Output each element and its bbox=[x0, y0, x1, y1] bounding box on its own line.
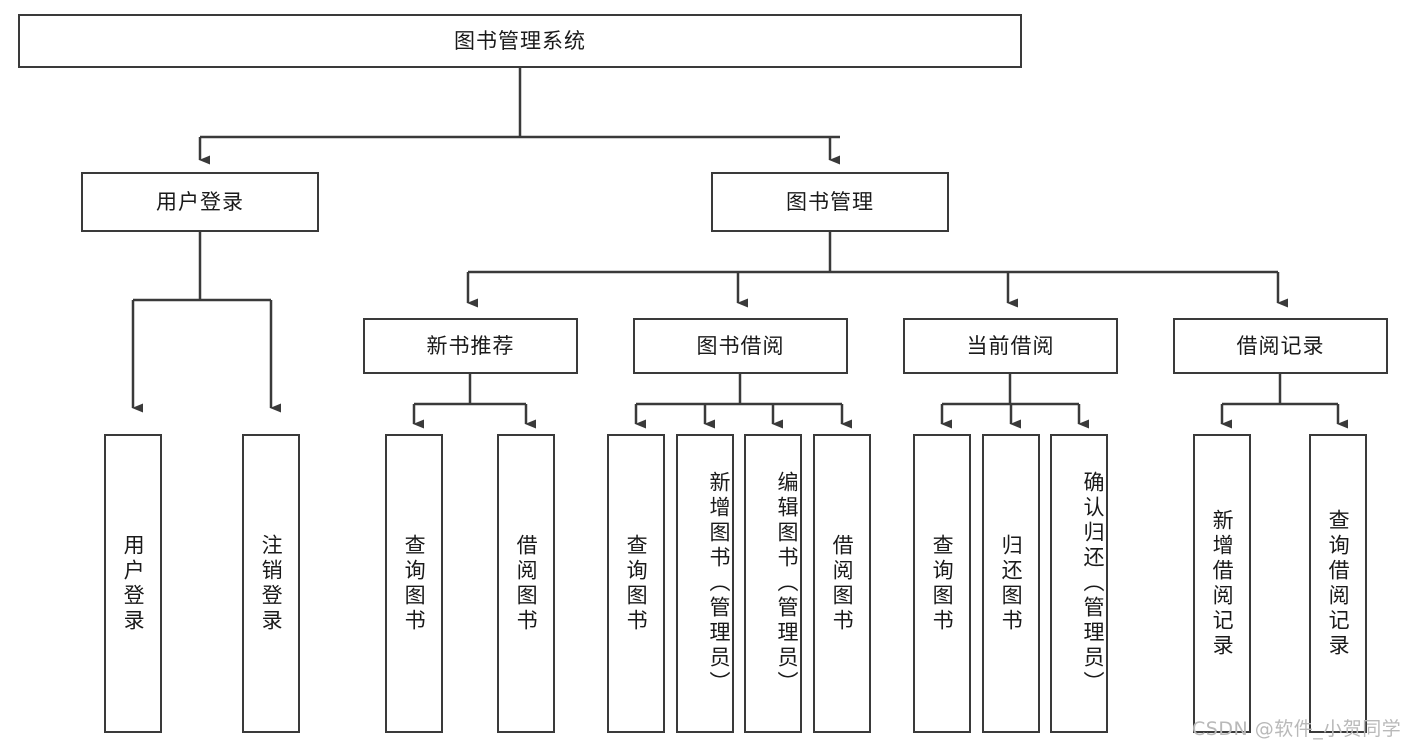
node-label: 新增借阅记录 bbox=[1210, 508, 1235, 659]
leaf-new-book-query[interactable]: 查询图书 bbox=[385, 434, 443, 733]
node-label: 图书借阅 bbox=[696, 333, 785, 358]
watermark-text: CSDN @软件_小贺同学 bbox=[1192, 718, 1402, 740]
node-label: 查询图书 bbox=[930, 533, 955, 634]
node-label: 借阅图书 bbox=[514, 533, 539, 634]
leaf-user-login-logout[interactable]: 注销登录 bbox=[242, 434, 300, 733]
leaf-borrow-edit-book-admin[interactable]: 编辑图书（管理员） bbox=[744, 434, 802, 733]
node-label: 注销登录 bbox=[259, 533, 284, 634]
leaf-current-query-book[interactable]: 查询图书 bbox=[913, 434, 971, 733]
leaf-record-add-borrow-record[interactable]: 新增借阅记录 bbox=[1193, 434, 1251, 733]
node-label: 查询图书 bbox=[624, 533, 649, 634]
node-label: 当前借阅 bbox=[966, 333, 1055, 358]
leaf-borrow-borrow-book[interactable]: 借阅图书 bbox=[813, 434, 871, 733]
node-label: 查询图书 bbox=[402, 533, 427, 634]
leaf-current-confirm-return-admin[interactable]: 确认归还（管理员） bbox=[1050, 434, 1108, 733]
node-label: 用户登录 bbox=[121, 533, 146, 634]
node-borrow-record[interactable]: 借阅记录 bbox=[1173, 318, 1388, 374]
leaf-borrow-add-book-admin[interactable]: 新增图书（管理员） bbox=[676, 434, 734, 733]
node-label: 新书推荐 bbox=[426, 333, 515, 358]
node-book-borrow[interactable]: 图书借阅 bbox=[633, 318, 848, 374]
node-label: 借阅记录 bbox=[1236, 333, 1325, 358]
leaf-record-query-borrow-record[interactable]: 查询借阅记录 bbox=[1309, 434, 1367, 733]
leaf-new-book-borrow[interactable]: 借阅图书 bbox=[497, 434, 555, 733]
leaf-borrow-query-book[interactable]: 查询图书 bbox=[607, 434, 665, 733]
node-label: 编辑图书（管理员） bbox=[775, 471, 799, 696]
node-label: 确认归还（管理员） bbox=[1081, 471, 1105, 696]
node-book-management[interactable]: 图书管理 bbox=[711, 172, 949, 232]
node-label: 用户登录 bbox=[156, 189, 244, 214]
node-label: 图书管理 bbox=[786, 189, 874, 214]
node-label: 归还图书 bbox=[999, 533, 1024, 634]
node-current-borrow[interactable]: 当前借阅 bbox=[903, 318, 1118, 374]
node-label: 查询借阅记录 bbox=[1326, 508, 1351, 659]
leaf-current-return-book[interactable]: 归还图书 bbox=[982, 434, 1040, 733]
leaf-user-login-login[interactable]: 用户登录 bbox=[104, 434, 162, 733]
node-label: 借阅图书 bbox=[830, 533, 855, 634]
node-user-login[interactable]: 用户登录 bbox=[81, 172, 319, 232]
node-new-book-recommend[interactable]: 新书推荐 bbox=[363, 318, 578, 374]
node-root-book-management-system[interactable]: 图书管理系统 bbox=[18, 14, 1022, 68]
node-label: 图书管理系统 bbox=[454, 28, 586, 53]
node-label: 新增图书（管理员） bbox=[707, 471, 731, 696]
